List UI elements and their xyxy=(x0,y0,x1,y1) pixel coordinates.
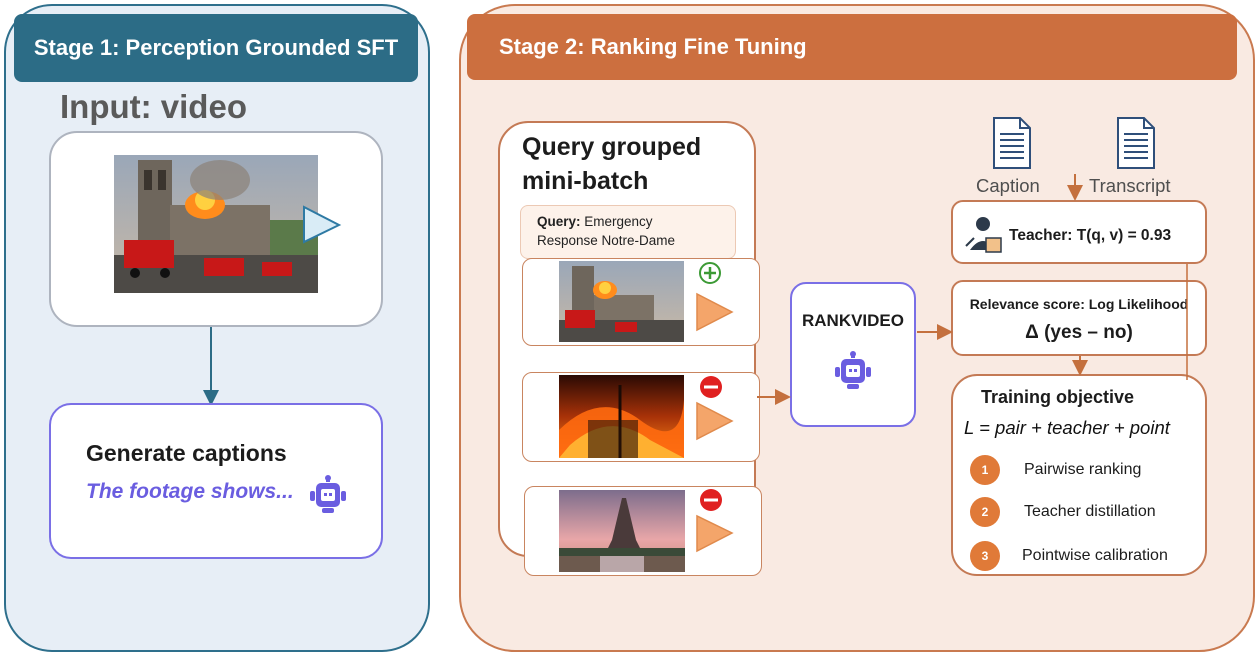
query-label: Query: xyxy=(537,214,581,229)
query-text-line2: Response Notre-Dame xyxy=(537,233,676,248)
caption-document-icon xyxy=(993,117,1031,169)
play-icon[interactable] xyxy=(696,401,734,441)
objective-teacher: Teacher distillation xyxy=(1024,503,1156,520)
generate-captions-title: Generate captions xyxy=(86,440,287,466)
objective-number-2: 2 xyxy=(970,497,1000,527)
candidate-thumbnail-3 xyxy=(559,490,685,572)
teacher-icon xyxy=(965,217,1002,253)
stage1-header: Stage 1: Perception Grounded SFT xyxy=(14,14,418,82)
objective-title: Training objective xyxy=(981,387,1135,407)
transcript-label: Transcript xyxy=(1089,175,1171,196)
query-text-line1: Emergency xyxy=(584,214,653,229)
play-icon[interactable] xyxy=(303,205,342,244)
relevance-card xyxy=(951,280,1207,356)
relevance-score-label: Relevance score: Log Likelihood xyxy=(969,296,1189,312)
stage2-header: Stage 2: Ranking Fine Tuning xyxy=(467,14,1237,80)
batch-title: Query grouped mini-batch xyxy=(522,130,701,198)
negative-icon xyxy=(700,489,722,511)
notre-dame-fire-thumbnail xyxy=(114,155,318,293)
candidate-thumbnail-2 xyxy=(559,375,684,458)
query-box: Query: Emergency Response Notre-Dame xyxy=(520,205,736,259)
robot-icon xyxy=(835,351,871,389)
teacher-card xyxy=(951,200,1207,264)
batch-title-line2: mini-batch xyxy=(522,167,649,195)
robot-icon xyxy=(310,475,346,513)
rankvideo-label: RANKVIDEO xyxy=(801,311,904,330)
objective-number-1: 1 xyxy=(970,455,1000,485)
input-title: Input: video xyxy=(60,88,247,125)
play-icon[interactable] xyxy=(696,514,734,553)
batch-title-line1: Query grouped xyxy=(522,133,702,161)
generate-captions-example: The footage shows... xyxy=(86,480,294,503)
objective-number-3: 3 xyxy=(970,541,1000,571)
candidate-thumbnail-1 xyxy=(559,261,684,342)
positive-icon xyxy=(699,262,721,284)
transcript-document-icon xyxy=(1117,117,1155,169)
objective-formula: L = pair + teacher + point xyxy=(964,417,1170,438)
negative-icon xyxy=(700,376,722,398)
play-icon[interactable] xyxy=(696,292,734,332)
relevance-delta: Δ (yes – no) xyxy=(1025,322,1133,343)
objective-pairwise: Pairwise ranking xyxy=(1024,461,1142,478)
teacher-score: Teacher: T(q, v) = 0.93 xyxy=(1009,227,1172,244)
caption-label: Caption xyxy=(976,175,1040,196)
objective-pointwise: Pointwise calibration xyxy=(1022,547,1168,564)
